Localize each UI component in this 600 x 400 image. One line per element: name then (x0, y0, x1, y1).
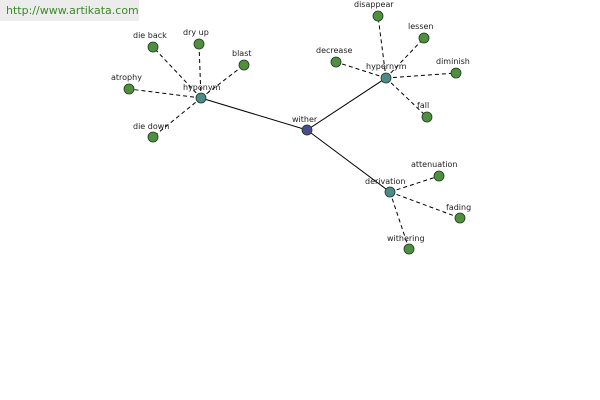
edge-root-hyponym (200, 97, 308, 131)
leaf-label: blast (232, 49, 252, 58)
relation-label-derivation: derivation (365, 177, 405, 186)
leaf-node[interactable] (147, 131, 159, 143)
leaf-node[interactable] (403, 243, 415, 255)
leaf-label: lessen (408, 22, 433, 31)
leaf-node[interactable] (330, 56, 342, 68)
edge-hyponym-leaf (152, 46, 202, 99)
leaf-node[interactable] (450, 67, 462, 79)
root-node[interactable] (301, 124, 313, 136)
edge-root-derivation (306, 129, 391, 193)
leaf-label: die down (133, 122, 169, 131)
edge-hypernym-leaf (377, 15, 387, 79)
leaf-label: attenuation (411, 160, 457, 169)
edge-hyponym-leaf (200, 64, 245, 99)
edge-hyponym-leaf (198, 43, 202, 99)
leaf-node[interactable] (238, 59, 250, 71)
leaf-node[interactable] (123, 83, 135, 95)
leaf-node[interactable] (147, 41, 159, 53)
leaf-label: atrophy (111, 73, 142, 82)
edge-hyponym-leaf (152, 97, 202, 138)
leaf-node[interactable] (433, 170, 445, 182)
leaf-label: fading (446, 203, 471, 212)
root-label: wither (292, 115, 318, 124)
relation-node-derivation[interactable] (384, 186, 396, 198)
leaf-label: diminish (436, 57, 470, 66)
edge-derivation-leaf (389, 175, 440, 193)
leaf-node[interactable] (421, 111, 433, 123)
edge-derivation-leaf (389, 191, 461, 219)
relation-node-hyponym[interactable] (195, 92, 207, 104)
edge-hyponym-leaf (128, 88, 202, 99)
leaf-label: fall (417, 101, 429, 110)
leaf-node[interactable] (418, 32, 430, 44)
edge-derivation-leaf (389, 191, 410, 250)
leaf-label: decrease (316, 46, 353, 55)
leaf-label: withering (387, 234, 425, 243)
leaf-label: dry up (183, 28, 209, 37)
edge-hypernym-leaf (385, 77, 428, 118)
relation-label-hyponym: hyponym (183, 83, 221, 92)
leaf-node[interactable] (372, 10, 384, 22)
edge-hypernym-leaf (385, 37, 425, 79)
leaf-label: die back (133, 31, 167, 40)
edge-hypernym-leaf (335, 61, 387, 79)
edge-root-hypernym (306, 77, 387, 131)
leaf-node[interactable] (193, 38, 205, 50)
source-url-link[interactable]: http://www.artikata.com (0, 0, 139, 21)
leaf-node[interactable] (454, 212, 466, 224)
relation-node-hypernym[interactable] (380, 72, 392, 84)
edge-hypernym-leaf (385, 72, 457, 79)
leaf-label: disappear (354, 0, 394, 9)
relation-label-hypernym: hypernym (366, 62, 407, 71)
